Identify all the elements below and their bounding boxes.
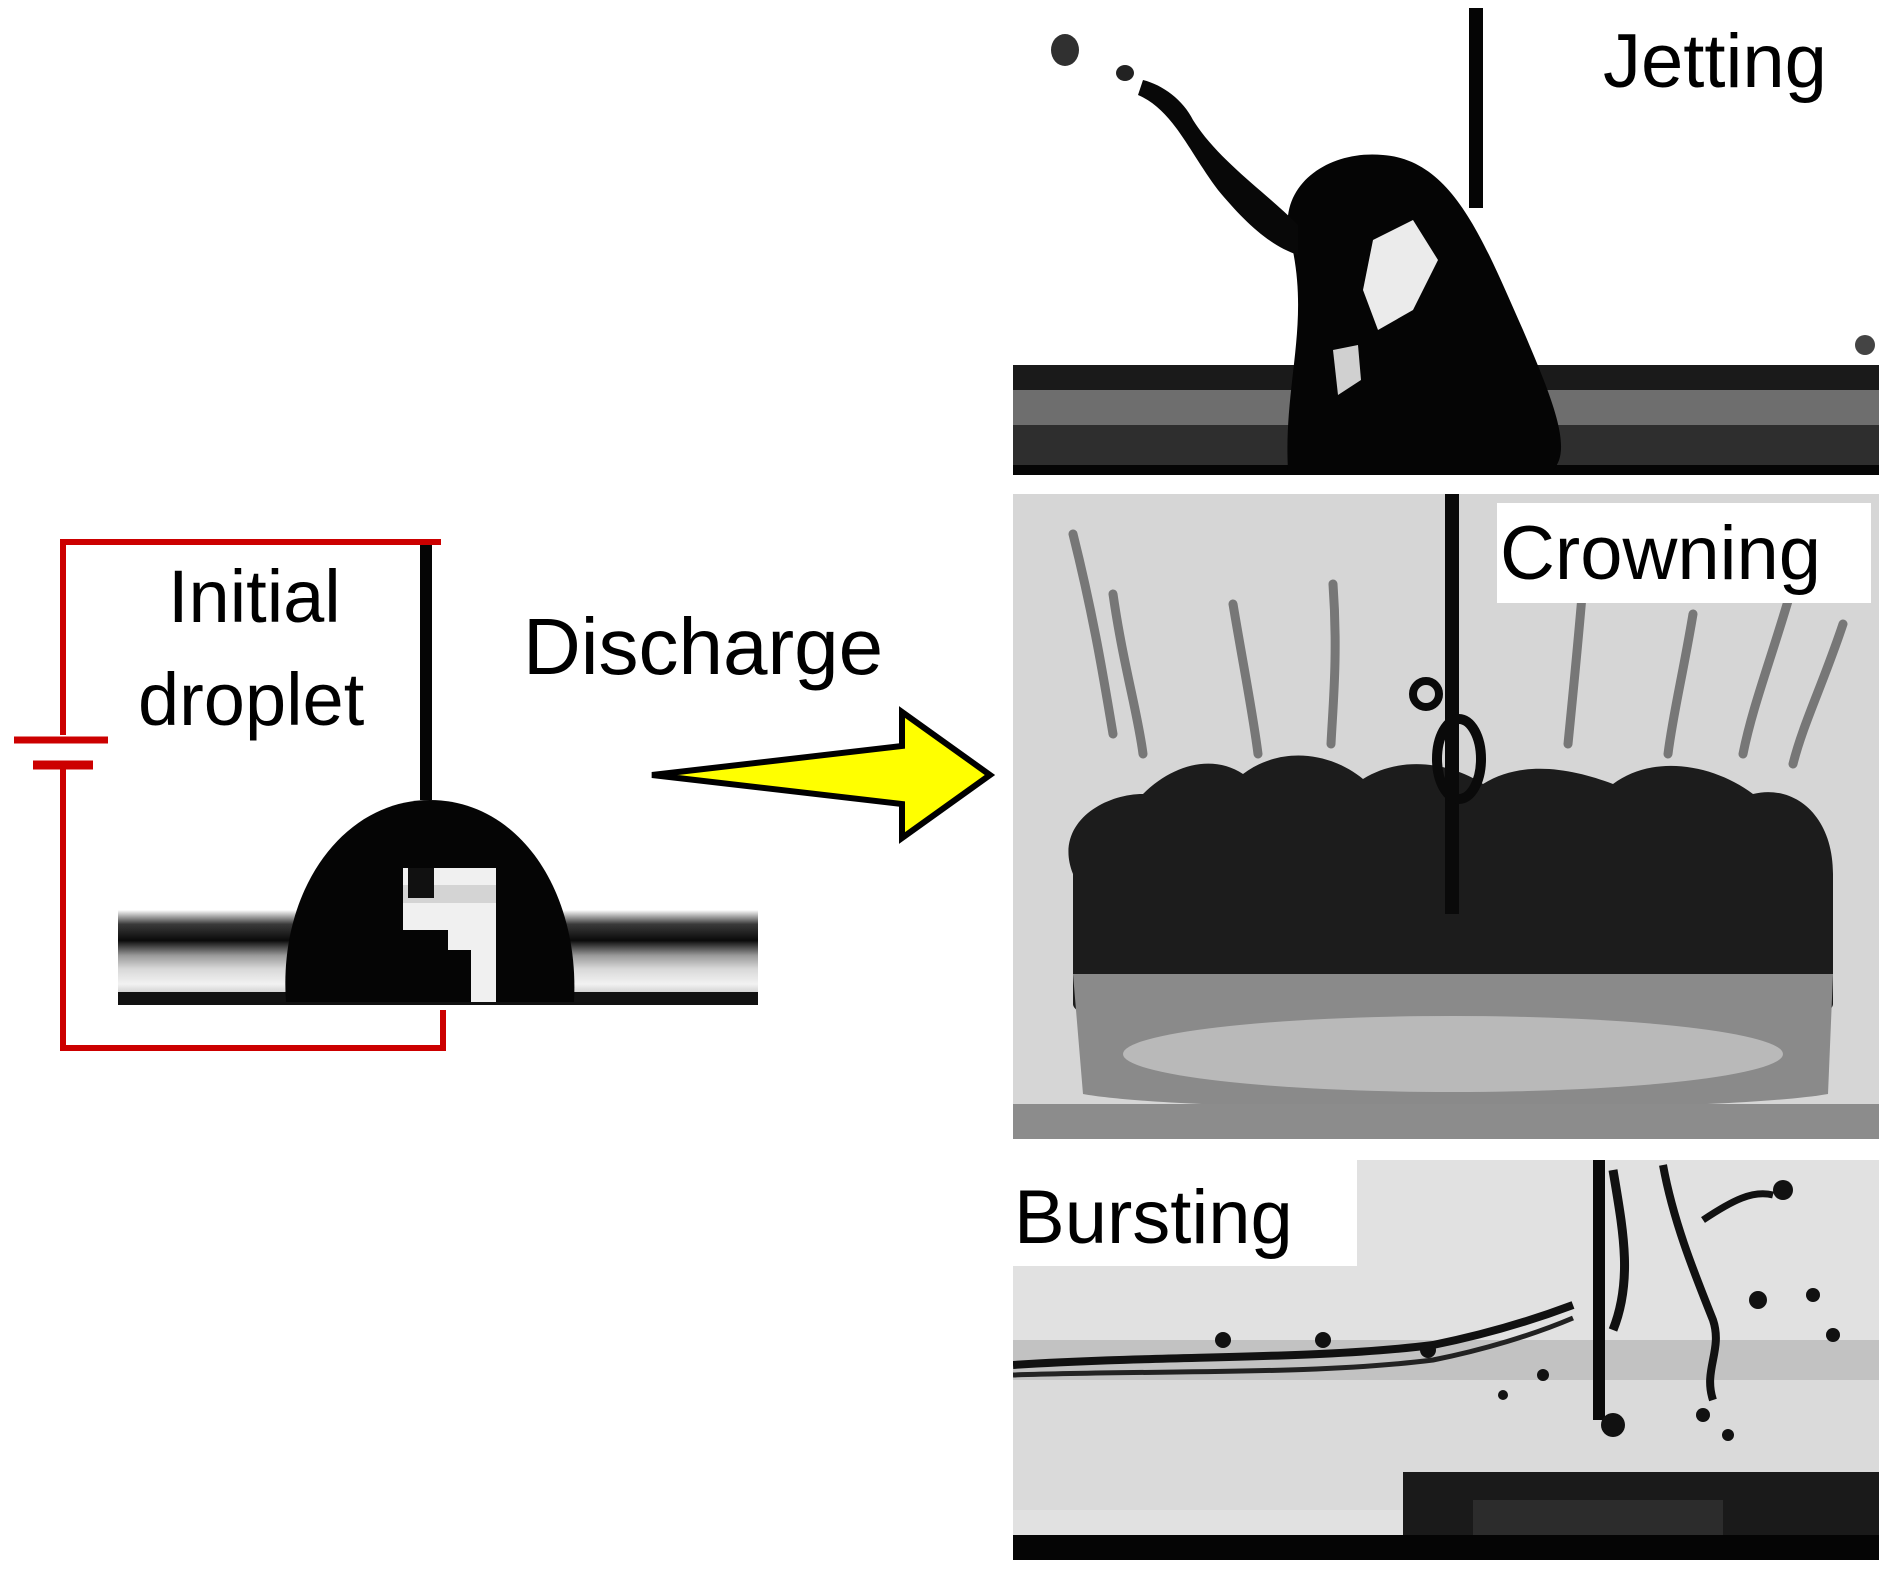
- bursting-label: Bursting: [1014, 1175, 1293, 1260]
- discharge-arrow-icon: [651, 706, 996, 844]
- bursting-image: [1013, 1160, 1879, 1560]
- initial-droplet-label-line1: Initial: [168, 555, 341, 638]
- crowning-label-box: [1497, 503, 1871, 603]
- jetting-image: [1013, 0, 1879, 475]
- needle: [420, 545, 432, 800]
- jetting-label: Jetting: [1603, 19, 1827, 104]
- bursting-label-box: [1013, 1160, 1357, 1266]
- initial-droplet-label-line2: droplet: [138, 658, 365, 741]
- crowning-label: Crowning: [1500, 511, 1822, 596]
- battery-icon: [14, 736, 108, 770]
- discharge-label: Discharge: [523, 602, 884, 691]
- initial-droplet-image: [118, 780, 758, 1005]
